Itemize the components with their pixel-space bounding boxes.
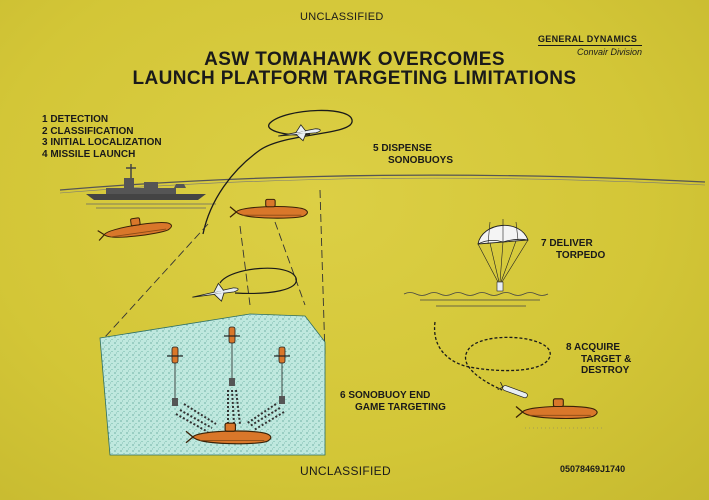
launch-ship: [86, 164, 216, 209]
label-step-8: 8 ACQUIRE TARGET & DESTROY: [566, 342, 631, 377]
sonobuoy-field: [166, 326, 291, 433]
step-item: 4 MISSILE LAUNCH: [42, 148, 136, 160]
general-dynamics-logo: GENERAL DYNAMICS Convair Division: [538, 34, 642, 57]
missile-top: [278, 124, 321, 142]
missile-loop-path: [219, 267, 297, 295]
step-item: 3 INITIAL LOCALIZATION: [42, 137, 162, 148]
logo-division: Convair Division: [576, 47, 642, 57]
parachute-torpedo: [477, 219, 529, 292]
label-step-7: 7 DELIVER TORPEDO: [541, 238, 605, 261]
step-item: 1 DETECTION: [42, 114, 109, 125]
steps-list: 1 DETECTION 2 CLASSIFICATION 3 INITIAL L…: [42, 114, 162, 160]
torpedo-run-path: [433, 321, 551, 391]
classification-top: UNCLASSIFIED: [300, 11, 384, 23]
sea-waves: [403, 292, 549, 307]
label-step-8-line1: 8 ACQUIRE: [566, 342, 621, 353]
label-step-5: 5 DISPENSE SONOBUOYS: [373, 143, 453, 166]
step-item: 2 CLASSIFICATION: [42, 125, 134, 137]
submarine-1: [96, 212, 173, 243]
missile-mid: [192, 282, 239, 302]
title-line-2: LAUNCH PLATFORM TARGETING LIMITATIONS: [132, 68, 577, 89]
missile-flight-path: [202, 109, 353, 235]
title-line-1: ASW TOMAHAWK OVERCOMES: [204, 49, 505, 70]
label-step-8-line3: DESTROY: [581, 365, 630, 376]
document-number: 05078469J1740: [560, 464, 626, 474]
label-step-6-line1: 6 SONOBUOY END: [340, 390, 431, 401]
label-step-5-line1: 5 DISPENSE: [373, 143, 432, 154]
label-step-8-line2: TARGET &: [581, 353, 632, 365]
projection-lines: [104, 189, 326, 357]
torpedo: [497, 381, 528, 399]
label-step-7-line2: TORPEDO: [556, 249, 606, 261]
label-step-5-line2: SONOBUOYS: [388, 154, 454, 166]
submarine-target-torpedo: [515, 398, 598, 420]
undersea-region: [99, 313, 326, 456]
label-step-7-line1: 7 DELIVER: [541, 238, 593, 249]
submarine-2: [229, 198, 309, 219]
label-step-6-line2: GAME TARGETING: [355, 401, 446, 413]
label-step-6: 6 SONOBUOY END GAME TARGETING: [340, 390, 446, 413]
logo-company: GENERAL DYNAMICS: [538, 34, 642, 46]
classification-bottom: UNCLASSIFIED: [300, 464, 391, 478]
